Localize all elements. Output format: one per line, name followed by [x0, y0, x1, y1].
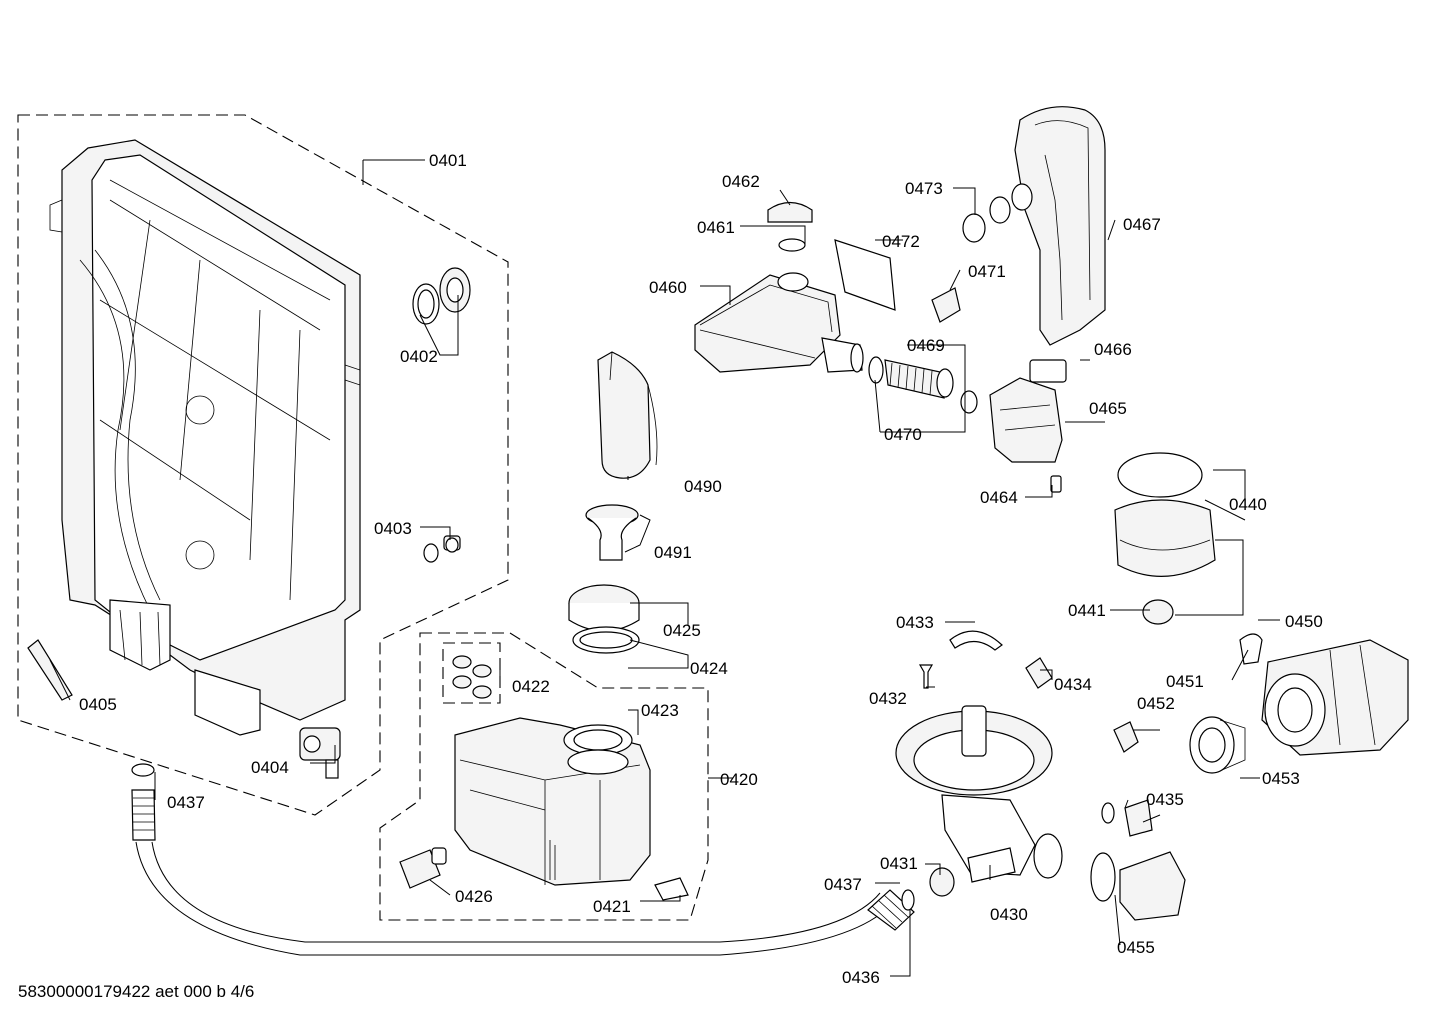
pump-motor-part [1090, 851, 1186, 921]
label-0453: 0453 [1262, 769, 1300, 788]
dispenser-housing-part [694, 272, 864, 373]
label-0450: 0450 [1285, 612, 1323, 631]
label-0430: 0430 [990, 905, 1028, 924]
circulation-pump-part [1114, 452, 1216, 625]
water-softener-part [454, 717, 651, 886]
hinge-screw-part [423, 535, 461, 563]
label-0404: 0404 [251, 758, 289, 777]
document-footer-code: 58300000179422 aet 000 b 4/6 [18, 982, 254, 1001]
label-0431: 0431 [880, 854, 918, 873]
label-0423: 0423 [641, 701, 679, 720]
label-0466: 0466 [1094, 340, 1132, 359]
impeller-cover-part [949, 630, 1003, 651]
label-0464: 0464 [980, 488, 1018, 507]
label-0467: 0467 [1123, 215, 1161, 234]
pump-connector-part [1189, 716, 1246, 774]
label-0403: 0403 [374, 519, 412, 538]
label-0432: 0432 [869, 689, 907, 708]
label-0461: 0461 [697, 218, 735, 237]
water-softener-group-outline [379, 632, 709, 921]
label-0420: 0420 [720, 770, 758, 789]
label-0422: 0422 [512, 677, 550, 696]
label-0440: 0440 [1229, 495, 1267, 514]
label-0434: 0434 [1054, 675, 1092, 694]
label-0465: 0465 [1089, 399, 1127, 418]
label-0460: 0460 [649, 278, 687, 297]
label-0491: 0491 [654, 543, 692, 562]
callout-labels: 0401 0402 0403 0404 0405 0420 0421 0422 … [79, 151, 1323, 987]
softener-clip-part [654, 877, 689, 901]
filter-part [868, 356, 978, 414]
label-0452: 0452 [1137, 694, 1175, 713]
rinse-aid-cap-part [568, 584, 640, 654]
label-0424: 0424 [690, 659, 728, 678]
measuring-jug-part [597, 351, 658, 479]
label-0441: 0441 [1068, 601, 1106, 620]
cover-plate-part [834, 239, 896, 311]
label-0402: 0402 [400, 347, 438, 366]
label-0433: 0433 [896, 613, 934, 632]
drain-pump-part [1239, 633, 1409, 756]
label-0436: 0436 [842, 968, 880, 987]
label-0401: 0401 [429, 151, 467, 170]
funnel-part [585, 504, 639, 561]
label-0421: 0421 [593, 897, 631, 916]
bracket-part [931, 287, 961, 323]
label-0437-right: 0437 [824, 875, 862, 894]
screw-part [918, 664, 934, 689]
pump-clip-part [1113, 721, 1139, 753]
door-clip-part [27, 639, 73, 701]
label-0405: 0405 [79, 695, 117, 714]
label-0470: 0470 [884, 425, 922, 444]
label-0455: 0455 [1117, 938, 1155, 957]
door-assembly-outline [17, 114, 509, 816]
label-0471: 0471 [968, 262, 1006, 281]
salt-caps-part [452, 655, 492, 699]
label-0472: 0472 [882, 232, 920, 251]
label-0462: 0462 [722, 172, 760, 191]
sensor-part [1101, 799, 1153, 837]
label-0469: 0469 [907, 336, 945, 355]
drain-hose-part [131, 763, 915, 956]
label-0435: 0435 [1146, 790, 1184, 809]
label-0437-left: 0437 [167, 793, 205, 812]
label-0451: 0451 [1166, 672, 1204, 691]
dispenser-lid-part [767, 201, 813, 252]
label-0490: 0490 [684, 477, 722, 496]
label-0426: 0426 [455, 887, 493, 906]
salt-cap-set-outline [442, 642, 501, 704]
air-duct-part [962, 106, 1106, 346]
detergent-cap-part [412, 267, 471, 325]
spray-arm-clip-part [1025, 657, 1053, 689]
door-panel-part [49, 139, 361, 736]
inlet-valve-part [299, 727, 341, 779]
leader-lines [49, 159, 1280, 977]
label-0425: 0425 [663, 621, 701, 640]
pump-housing-part [989, 359, 1067, 493]
label-0473: 0473 [905, 179, 943, 198]
float-switch-part [399, 847, 447, 889]
sump-part [895, 705, 1063, 897]
